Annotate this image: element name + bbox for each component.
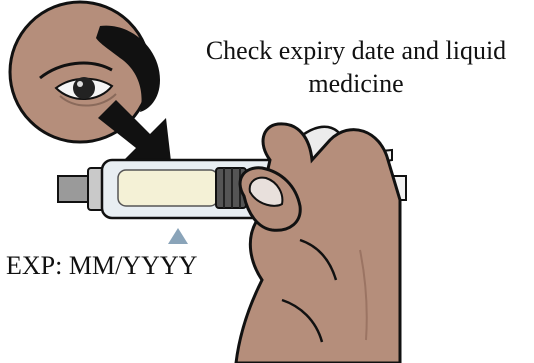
expiry-label: EXP: MM/YYYY — [6, 250, 197, 282]
caption-line-2: medicine — [180, 67, 532, 100]
eye-icon — [10, 2, 160, 142]
caption-line-1: Check expiry date and liquid — [180, 34, 532, 67]
triangle-marker-icon — [168, 228, 188, 244]
instruction-caption: Check expiry date and liquid medicine — [180, 34, 532, 100]
